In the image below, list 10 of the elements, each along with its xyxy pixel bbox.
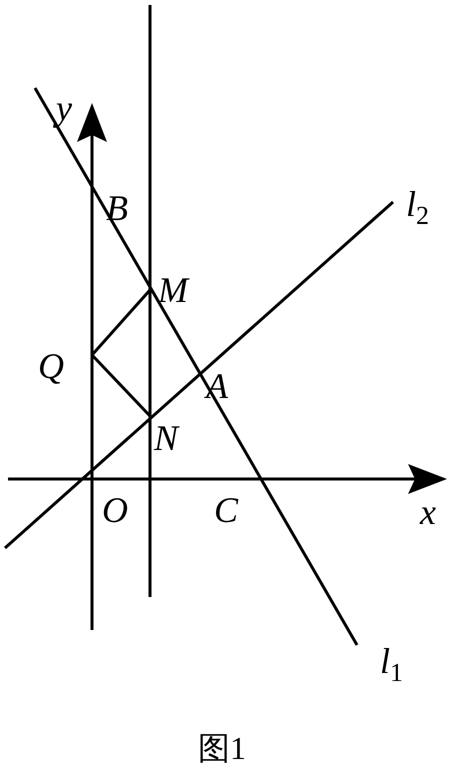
point-label: C xyxy=(214,492,238,528)
point-label: O xyxy=(102,492,128,528)
figure-caption: 图1 xyxy=(198,732,246,764)
point-label: M xyxy=(158,272,188,308)
point-label: Q xyxy=(38,348,64,384)
point-label: N xyxy=(154,420,178,456)
axis-label: x xyxy=(420,494,436,530)
line-label: l$_{2}$ xyxy=(406,186,430,230)
line-label: l$_{1}$ xyxy=(380,643,404,686)
point-label: A xyxy=(206,368,228,404)
